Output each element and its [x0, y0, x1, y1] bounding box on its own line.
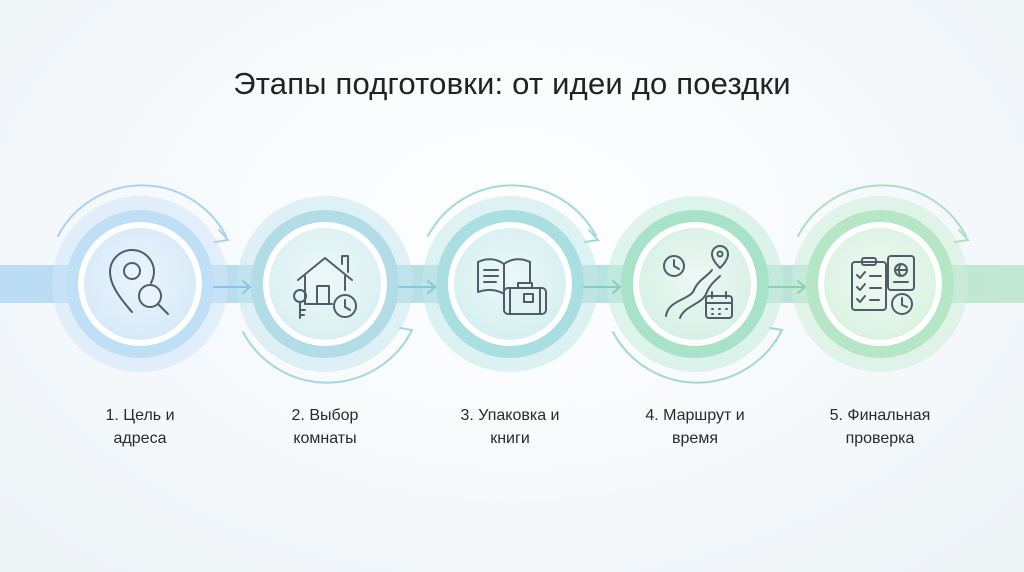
step-label-5-line2: проверка [845, 430, 915, 447]
connector-arrow-1 [213, 280, 251, 294]
step-label-2-line2: комнаты [293, 430, 357, 447]
arrow-head-1 [214, 229, 230, 243]
step-label-4: 4. Маршрут и время [605, 404, 785, 450]
location-search-icon [109, 249, 169, 315]
step-label-3-line1: 3. Упаковка и [460, 407, 560, 424]
connector-arrow-4 [768, 280, 806, 294]
arrow-head-5 [954, 229, 970, 243]
arc-arrow-3 [427, 184, 597, 237]
step-circle-4 [633, 222, 757, 346]
arrow-head-4 [769, 327, 784, 342]
connector-arrow-3 [583, 280, 621, 294]
step-label-4-line1: 4. Маршрут и [645, 407, 745, 424]
step-circle-1 [78, 222, 202, 346]
arc-arrow-5 [797, 184, 967, 237]
step-label-3-line2: книги [490, 430, 530, 447]
book-suitcase-icon [477, 258, 547, 315]
step-label-5-line1: 5. Финальная [829, 407, 931, 424]
connector-arrow-2 [398, 280, 436, 294]
step-label-1: 1. Цель и адреса [50, 404, 230, 450]
house-key-clock-icon [293, 255, 357, 319]
step-label-1-line1: 1. Цель и [105, 407, 175, 424]
route-calendar-icon [663, 245, 733, 319]
step-label-3: 3. Упаковка и книги [420, 404, 600, 450]
step-label-5: 5. Финальная проверка [790, 404, 970, 450]
arc-arrow-4 [612, 331, 782, 384]
arrow-head-2 [399, 327, 414, 342]
page-title: Этапы подготовки: от идеи до поездки [233, 66, 791, 101]
step-label-4-line2: время [672, 430, 718, 447]
step-label-1-line2: адреса [113, 430, 167, 447]
step-label-2: 2. Выбор комнаты [235, 404, 415, 450]
arc-arrow-1 [57, 184, 227, 237]
step-circle-5 [818, 222, 942, 346]
step-circle-3 [448, 222, 572, 346]
step-circle-2 [263, 222, 387, 346]
checklist-passport-icon [851, 255, 915, 315]
step-label-2-line1: 2. Выбор [291, 407, 359, 424]
arc-arrow-2 [242, 331, 412, 384]
arrow-head-3 [584, 229, 600, 243]
